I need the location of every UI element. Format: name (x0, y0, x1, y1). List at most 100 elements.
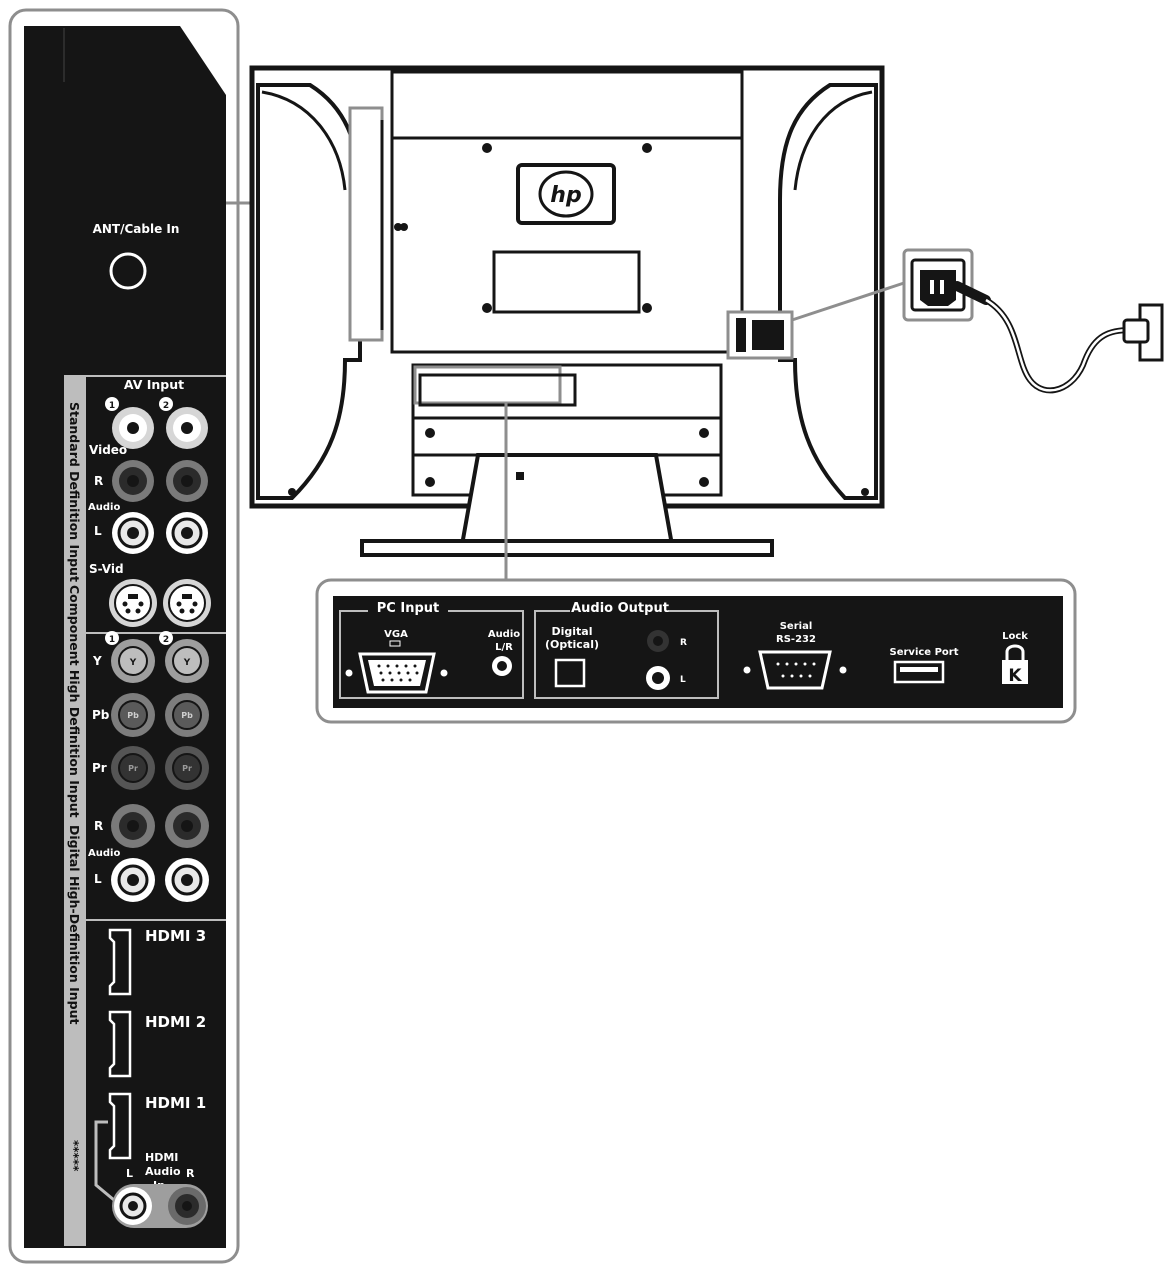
y-jack-1: Y (111, 639, 155, 683)
video-label: Video (89, 443, 127, 457)
lock-icon (1005, 644, 1025, 660)
tv-rear-view: hp (249, 65, 885, 557)
audio-r-label: R (94, 474, 103, 488)
comp-audio-l-jack-1 (111, 858, 155, 902)
num-2-badge (159, 397, 173, 411)
serial-label-2: RS-232 (776, 634, 816, 645)
pc-input-label: PC Input (377, 601, 439, 616)
pb-jack-1: Pb (111, 693, 155, 737)
wall-plug (1122, 318, 1150, 344)
audio-label: Audio (88, 502, 120, 513)
pb-label: Pb (92, 708, 110, 722)
hp-logo-icon (538, 170, 594, 218)
hdmi2-port (108, 1010, 132, 1078)
svg-text:Pr: Pr (128, 764, 138, 773)
svg-text:Y: Y (129, 658, 137, 668)
section-digital-label: Digital High-Definition Input (67, 825, 82, 1025)
section-sd-label: Standard Definition Input (67, 402, 82, 582)
comp-num-1-badge (105, 631, 119, 645)
audio-lr-label-2: L/R (495, 642, 513, 653)
digital-label-2: (Optical) (545, 638, 599, 651)
section-label-strip (64, 376, 86, 1246)
hdmi-audio-label-1: HDMI (145, 1151, 178, 1164)
tv-stand-neck (459, 453, 675, 547)
svg-text:2: 2 (163, 635, 169, 645)
svg-text:Pb: Pb (181, 711, 193, 720)
tv-stand-base (360, 539, 774, 557)
side-connector-panel: ANT/Cable In Standard Definition Input C… (8, 8, 240, 1264)
comp-audio-r-label: R (94, 819, 103, 833)
y-label: Y (92, 654, 102, 668)
hdmi2-label: HDMI 2 (145, 1013, 206, 1031)
svideo-jack-2 (163, 579, 211, 627)
audio-r-jack-2 (166, 460, 208, 502)
ant-cable-jack (109, 252, 147, 290)
hdmi-audio-l-jack (114, 1187, 152, 1225)
hdmi-audio-l-label: L (126, 1167, 133, 1180)
power-cord-plug (952, 281, 991, 305)
side-panel-callout-frame (8, 8, 240, 1264)
comp-audio-l-label: L (94, 872, 102, 886)
vga-port (358, 652, 436, 694)
audio-out-l-jack (646, 666, 670, 690)
comp-audio-label: Audio (88, 848, 120, 859)
audio-output-group-frame (534, 610, 719, 699)
svg-text:Pb: Pb (127, 711, 139, 720)
audio-out-r-jack (647, 630, 669, 652)
svg-text:Y: Y (183, 658, 191, 668)
service-port-label: Service Port (890, 647, 959, 658)
power-cord (984, 297, 1131, 394)
audio-out-r-label: R (680, 638, 687, 648)
section-component-label: Component High Definition Input (67, 585, 82, 818)
tv-label-plate (492, 250, 641, 314)
pr-label: Pr (92, 761, 107, 775)
pc-input-group-frame (339, 610, 524, 699)
pb-jack-2: Pb (165, 693, 209, 737)
audio-l-label: L (94, 524, 102, 538)
pr-jack-2: Pr (165, 746, 209, 790)
tv-side-jack-highlight (348, 106, 384, 342)
hdmi3-label: HDMI 3 (145, 927, 206, 945)
num-1-badge (105, 397, 119, 411)
vga-label: VGA (384, 629, 408, 640)
y-jack-2: Y (165, 639, 209, 683)
bottom-connector-panel: PC Input VGA Audio L/R Audio Output Digi… (315, 578, 1077, 724)
hdmi1-audio-link-line (94, 1120, 121, 1207)
svg-text:1: 1 (109, 635, 115, 645)
svg-text:1: 1 (109, 401, 115, 411)
serial-rs232-port (758, 650, 832, 690)
comp-audio-r-jack-2 (165, 804, 209, 848)
hdmi-audio-label-2: Audio (145, 1165, 181, 1178)
pr-jack-1: Pr (111, 746, 155, 790)
pc-audio-jack (492, 656, 512, 676)
audio-output-label: Audio Output (571, 601, 669, 616)
optical-port (554, 658, 586, 688)
stars-marker: ***** (67, 1140, 81, 1172)
digital-label-1: Digital (552, 625, 593, 638)
hdmi3-port (108, 928, 132, 996)
svg-text:2: 2 (163, 401, 169, 411)
audio-l-jack-2 (166, 512, 208, 554)
bottom-panel-callout-frame (315, 578, 1077, 724)
svg-text:K: K (1008, 666, 1022, 686)
video-jack-2 (166, 407, 208, 449)
comp-audio-l-jack-2 (165, 858, 209, 902)
ant-cable-label: ANT/Cable In (93, 222, 180, 236)
comp-audio-r-jack-1 (111, 804, 155, 848)
lock-label: Lock (1002, 631, 1028, 642)
power-inlet-icon (920, 270, 956, 306)
bottom-jack-highlight (413, 365, 562, 405)
svg-text:Pr: Pr (182, 764, 192, 773)
audio-l-jack-1 (112, 512, 154, 554)
hdmi-audio-r-jack (168, 1187, 206, 1225)
power-callout (791, 248, 1164, 394)
hdmi1-port (108, 1092, 132, 1160)
video-jack-1 (112, 407, 154, 449)
comp-num-2-badge (159, 631, 173, 645)
serial-label-1: Serial (780, 621, 813, 632)
audio-lr-label-1: Audio (488, 629, 520, 640)
hdmi1-label: HDMI 1 (145, 1094, 206, 1112)
bottom-panel-body (333, 596, 1063, 708)
svideo-jack-1 (109, 579, 157, 627)
